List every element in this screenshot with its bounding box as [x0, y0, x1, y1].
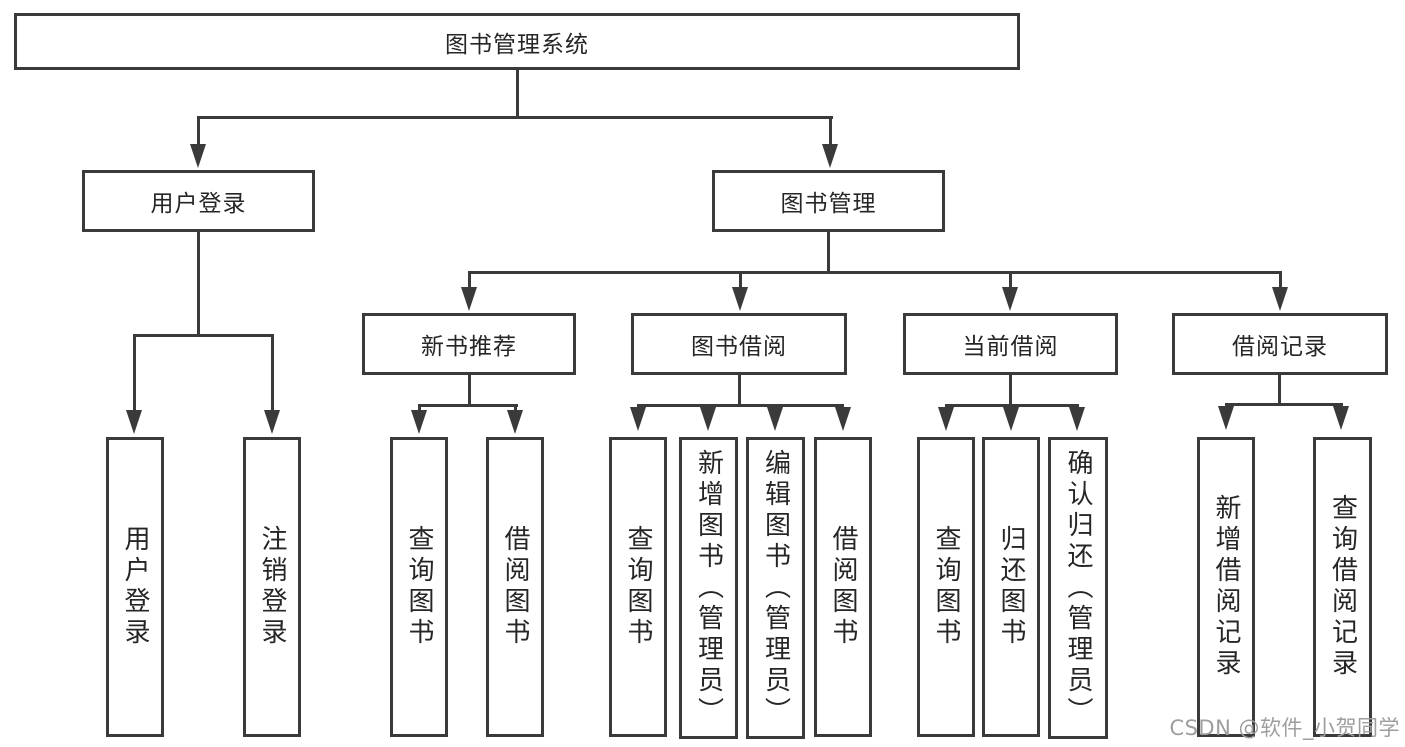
connector-line [516, 70, 519, 118]
connector-line [133, 334, 274, 337]
connector-line [637, 404, 844, 407]
leaf-recommend-borrow-books-label: 借阅图书 [500, 525, 530, 649]
leaf-current-confirm-return-admin: 确认归还（管理员） [1048, 437, 1108, 739]
arrow-down-icon [822, 144, 838, 168]
arrow-down-icon [630, 407, 646, 431]
leaf-borrow-add-books-admin: 新增图书（管理员） [679, 437, 738, 739]
connector-line [197, 232, 200, 337]
arrow-down-icon [1218, 406, 1234, 430]
connector-line [418, 404, 421, 414]
connector-line [738, 375, 741, 407]
leaf-recommend-query-books-label: 查询图书 [404, 525, 434, 649]
leaf-borrow-add-books-admin-label: 新增图书（管理员） [693, 448, 724, 728]
node-root: 图书管理系统 [14, 13, 1020, 70]
arrow-down-icon [1272, 287, 1288, 311]
connector-line [271, 334, 274, 412]
arrow-down-icon [461, 287, 477, 311]
leaf-logout-label: 注销登录 [257, 525, 287, 649]
leaf-borrow-edit-books-admin: 编辑图书（管理员） [746, 437, 805, 739]
connector-line [827, 232, 830, 274]
arrow-down-icon [1333, 406, 1349, 430]
leaf-borrow-borrow-books-label: 借阅图书 [828, 525, 858, 649]
node-new-book-recommend: 新书推荐 [362, 313, 576, 375]
leaf-borrow-query-books: 查询图书 [609, 437, 667, 737]
arrow-down-icon [767, 407, 783, 431]
connector-line [418, 404, 518, 407]
node-book-borrow: 图书借阅 [631, 313, 847, 375]
connector-line [197, 116, 200, 148]
leaf-records-add-record-label: 新增借阅记录 [1211, 494, 1241, 680]
connector-line [514, 404, 517, 414]
arrow-down-icon [507, 410, 523, 434]
connector-line [739, 271, 742, 289]
connector-line [1009, 375, 1012, 407]
connector-line [133, 334, 136, 412]
leaf-current-return-books-label: 归还图书 [996, 525, 1026, 649]
connector-line [1278, 375, 1281, 406]
arrow-down-icon [732, 287, 748, 311]
arrow-down-icon [700, 407, 716, 431]
leaf-borrow-query-books-label: 查询图书 [623, 525, 653, 649]
leaf-current-return-books: 归还图书 [982, 437, 1040, 737]
arrow-down-icon [938, 407, 954, 431]
arrow-down-icon [190, 144, 206, 168]
connector-line [945, 404, 1079, 407]
leaf-current-query-books: 查询图书 [917, 437, 975, 737]
leaf-borrow-borrow-books: 借阅图书 [814, 437, 872, 737]
connector-line [468, 375, 471, 407]
connector-line [1225, 403, 1343, 406]
leaf-current-query-books-label: 查询图书 [931, 525, 961, 649]
connector-line [468, 271, 471, 289]
node-current-borrow: 当前借阅 [903, 313, 1118, 375]
leaf-user-login-label: 用户登录 [120, 525, 150, 649]
leaf-records-add-record: 新增借阅记录 [1197, 437, 1255, 737]
leaf-recommend-query-books: 查询图书 [390, 437, 448, 737]
arrow-down-icon [1002, 287, 1018, 311]
connector-line [197, 116, 833, 119]
arrow-down-icon [126, 410, 142, 434]
arrow-down-icon [1069, 407, 1085, 431]
arrow-down-icon [1003, 407, 1019, 431]
watermark: CSDN @软件_小贺同学 [1169, 716, 1400, 740]
leaf-recommend-borrow-books: 借阅图书 [486, 437, 544, 737]
arrow-down-icon [264, 410, 280, 434]
connector-line [1009, 271, 1012, 289]
node-book-management: 图书管理 [712, 170, 945, 232]
leaf-borrow-edit-books-admin-label: 编辑图书（管理员） [760, 448, 791, 728]
node-user-login: 用户登录 [82, 170, 315, 232]
leaf-logout: 注销登录 [243, 437, 301, 737]
leaf-user-login: 用户登录 [106, 437, 164, 737]
connector-line [468, 271, 1282, 274]
leaf-current-confirm-return-admin-label: 确认归还（管理员） [1063, 448, 1093, 728]
node-borrow-records: 借阅记录 [1172, 313, 1388, 375]
connector-line [829, 116, 832, 148]
leaf-records-query-record: 查询借阅记录 [1313, 437, 1372, 737]
connector-line [1279, 271, 1282, 289]
leaf-records-query-record-label: 查询借阅记录 [1327, 494, 1358, 680]
arrow-down-icon [411, 410, 427, 434]
arrow-down-icon [835, 407, 851, 431]
